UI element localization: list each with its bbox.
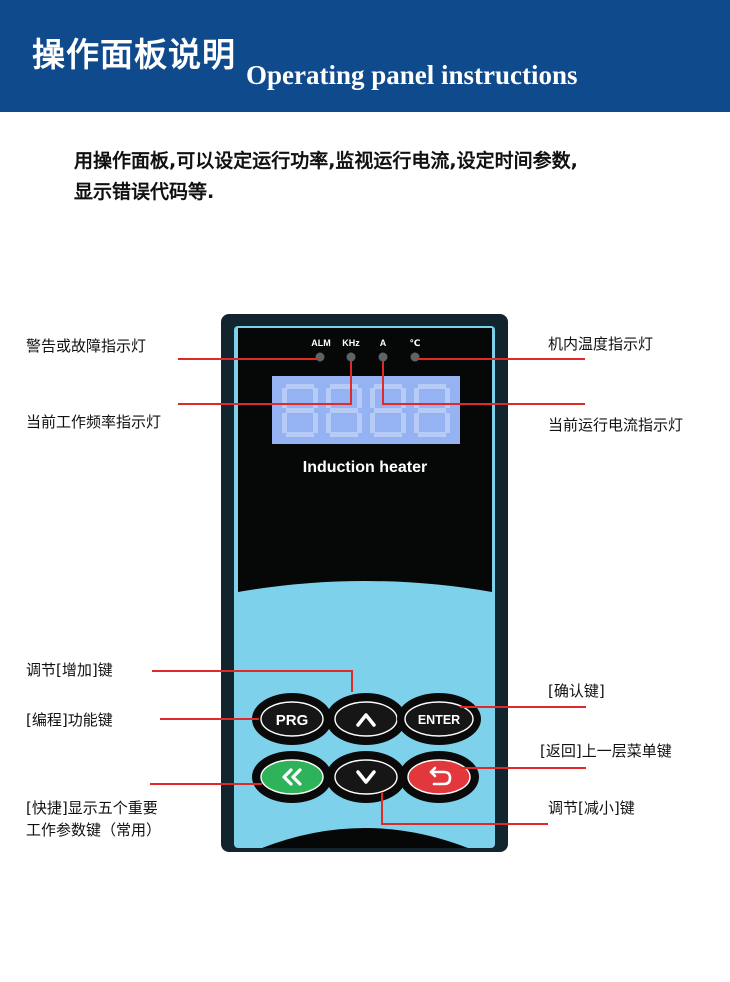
callout-current-indicator: 当前运行电流指示灯 [548, 416, 684, 434]
frequency-led [346, 352, 356, 362]
current-led [378, 352, 388, 362]
panel-bottom-notch [262, 828, 468, 848]
callout-decrease-key: 调节[减小]键 [548, 799, 635, 817]
back-button[interactable] [407, 759, 471, 795]
callout-temperature-indicator: 机内温度指示灯 [548, 335, 654, 353]
callout-program-key: [编程]功能键 [26, 711, 113, 729]
device-name: Induction heater [303, 459, 427, 476]
indicator-label-alm: ALM [311, 338, 331, 348]
description: 用操作面板,可以设定运行功率,监视运行电流,设定时间参数, 显示错误代码等. [74, 146, 714, 208]
callout-frequency-indicator: 当前工作频率指示灯 [26, 413, 162, 431]
callout-shortcut-line-2: 工作参数键（常用） [26, 821, 162, 839]
callout-alarm-indicator: 警告或故障指示灯 [26, 337, 147, 355]
up-button[interactable] [334, 701, 398, 737]
callout-shortcut-key: [快捷]显示五个重要 工作参数键（常用） [26, 797, 161, 841]
header-banner: 操作面板说明 Operating panel instructions [0, 0, 730, 112]
segment-digits [282, 384, 450, 437]
indicator-label-temp: ℃ [410, 339, 421, 349]
temperature-led [410, 352, 420, 362]
description-line-2: 显示错误代码等. [74, 181, 215, 203]
double-chevron-left-icon [282, 768, 302, 786]
indicator-label-a: A [380, 338, 387, 348]
chevron-up-icon [356, 713, 376, 727]
callout-confirm-key: [确认键] [548, 682, 605, 700]
callout-shortcut-line-1: [快捷]显示五个重要 [26, 799, 158, 817]
enter-button-label: ENTER [418, 713, 460, 727]
title-chinese: 操作面板说明 [32, 35, 236, 74]
indicator-label-khz: KHz [342, 338, 360, 348]
prg-button[interactable] [260, 701, 324, 737]
description-line-1: 用操作面板,可以设定运行功率,监视运行电流,设定时间参数, [74, 150, 578, 172]
callout-back-key: [返回]上一层菜单键 [540, 742, 672, 760]
prg-button-label: PRG [276, 712, 309, 729]
chevron-down-icon [356, 770, 376, 784]
title-english: Operating panel instructions [246, 60, 578, 90]
leader-lines [150, 358, 586, 825]
enter-button[interactable] [404, 701, 474, 737]
down-button[interactable] [334, 759, 398, 795]
callout-increase-key: 调节[增加]键 [26, 661, 113, 679]
return-arrow-icon [429, 766, 452, 786]
alarm-led [315, 352, 325, 362]
